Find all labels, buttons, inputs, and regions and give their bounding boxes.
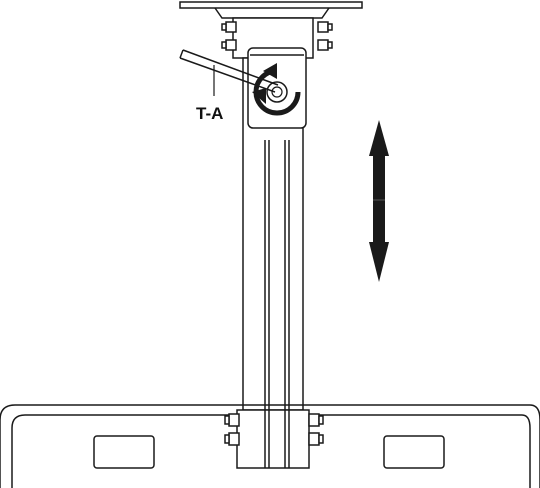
vertical-double-arrow-icon xyxy=(369,120,389,282)
callout-label: T-A xyxy=(196,104,223,123)
bolt-bottom-right-2 xyxy=(308,432,324,446)
bolt-top-right-2 xyxy=(317,39,333,51)
bolt-bottom-left-2 xyxy=(224,432,240,446)
bolt-top-right-1 xyxy=(317,21,333,33)
bottom-bracket xyxy=(224,409,324,469)
base-slot-left xyxy=(93,435,155,469)
bolt-bottom-right-1 xyxy=(308,413,324,427)
base-slot-right xyxy=(383,435,445,469)
rotate-counterclockwise-arrow-icon xyxy=(252,63,301,116)
bolt-bottom-left-1 xyxy=(224,413,240,427)
bolt-top-left-2 xyxy=(221,39,237,51)
bolt-top-left-1 xyxy=(221,21,237,33)
adjustment-screw xyxy=(266,81,288,103)
callout: T-A xyxy=(196,65,223,123)
ceiling-mount-plate xyxy=(179,1,363,19)
